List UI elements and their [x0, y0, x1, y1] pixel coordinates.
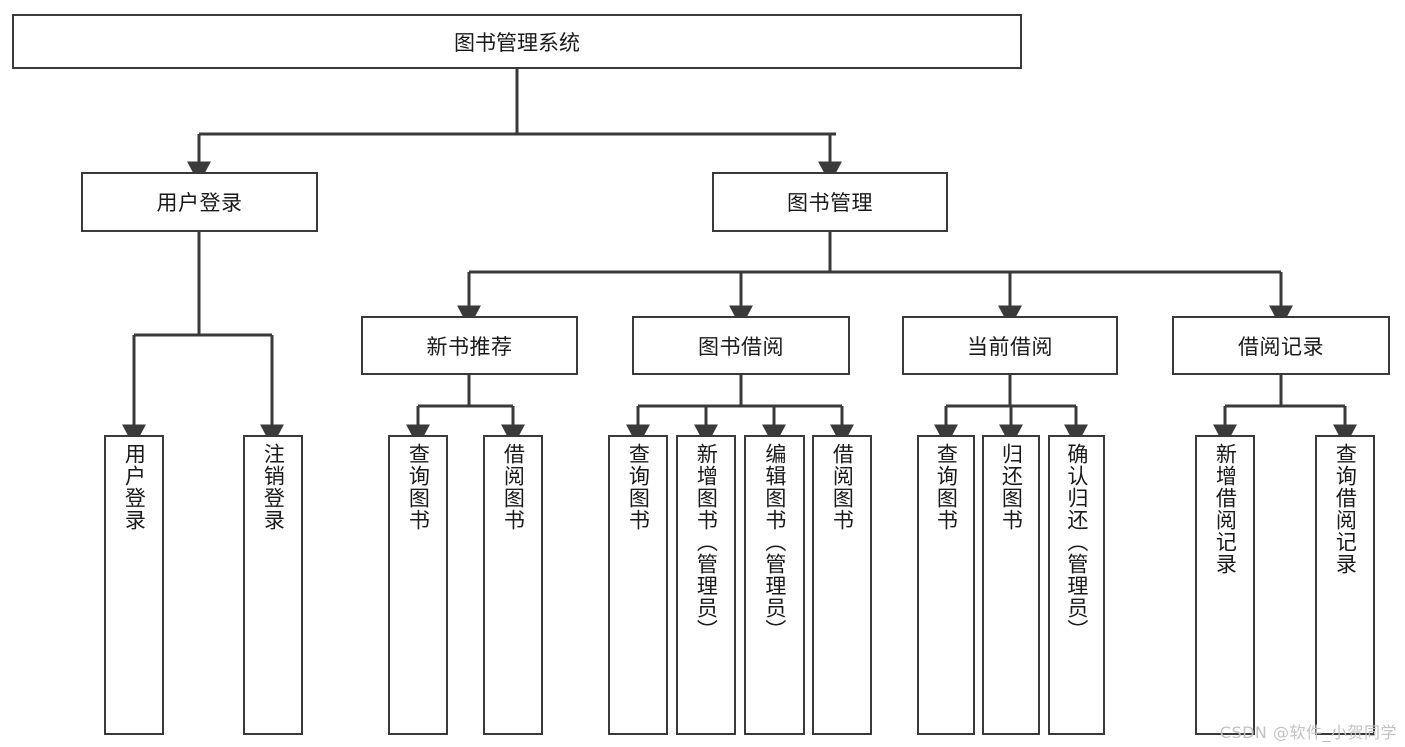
node-leaf-query-book-3[interactable]: 查询图书 — [917, 435, 975, 735]
node-leaf-query-record[interactable]: 查询借阅记录 — [1315, 435, 1375, 735]
node-leaf-user-logout-label: 注销登录 — [261, 443, 286, 531]
node-leaf-return-book[interactable]: 归还图书 — [982, 435, 1040, 735]
node-leaf-edit-book-label: 编辑图书（管理员） — [762, 443, 787, 641]
node-leaf-query-book-1[interactable]: 查询图书 — [388, 435, 448, 735]
node-leaf-query-book-2[interactable]: 查询图书 — [608, 435, 668, 735]
node-current-borrow[interactable]: 当前借阅 — [902, 316, 1118, 375]
node-new-book-recommend[interactable]: 新书推荐 — [361, 316, 578, 375]
node-root-system[interactable]: 图书管理系统 — [12, 14, 1022, 69]
node-leaf-add-book-label: 新增图书（管理员） — [694, 443, 719, 641]
node-book-borrow[interactable]: 图书借阅 — [632, 316, 850, 375]
node-leaf-add-record[interactable]: 新增借阅记录 — [1195, 435, 1255, 735]
node-user-login[interactable]: 用户登录 — [81, 172, 318, 232]
node-leaf-user-login-label: 用户登录 — [122, 443, 147, 531]
node-leaf-query-book-3-label: 查询图书 — [934, 443, 959, 531]
node-leaf-user-logout[interactable]: 注销登录 — [243, 435, 303, 735]
node-leaf-add-record-label: 新增借阅记录 — [1213, 443, 1238, 575]
node-leaf-user-login[interactable]: 用户登录 — [104, 435, 164, 735]
node-book-borrow-label: 图书借阅 — [698, 334, 784, 359]
node-leaf-query-record-label: 查询借阅记录 — [1333, 443, 1358, 575]
node-leaf-borrow-book-1-label: 借阅图书 — [501, 443, 526, 531]
node-leaf-return-book-label: 归还图书 — [999, 443, 1024, 531]
node-borrow-record[interactable]: 借阅记录 — [1172, 316, 1390, 375]
node-borrow-record-label: 借阅记录 — [1238, 334, 1324, 359]
csdn-watermark: CSDN @软件_小贺同学 — [1219, 723, 1397, 742]
node-book-manage[interactable]: 图书管理 — [712, 172, 948, 232]
node-book-manage-label: 图书管理 — [787, 191, 873, 215]
node-leaf-borrow-book-2[interactable]: 借阅图书 — [812, 435, 872, 735]
node-leaf-query-book-1-label: 查询图书 — [406, 443, 431, 531]
node-current-borrow-label: 当前借阅 — [967, 334, 1053, 359]
node-leaf-confirm-return[interactable]: 确认归还（管理员） — [1048, 435, 1105, 735]
node-leaf-confirm-return-label: 确认归还（管理员） — [1064, 443, 1089, 641]
node-new-book-recommend-label: 新书推荐 — [426, 334, 513, 359]
node-user-login-label: 用户登录 — [156, 191, 243, 215]
node-leaf-query-book-2-label: 查询图书 — [626, 443, 651, 531]
node-leaf-borrow-book-1[interactable]: 借阅图书 — [483, 435, 543, 735]
node-root-system-label: 图书管理系统 — [454, 30, 580, 55]
node-leaf-edit-book[interactable]: 编辑图书（管理员） — [744, 435, 805, 735]
node-leaf-borrow-book-2-label: 借阅图书 — [830, 443, 855, 531]
node-leaf-add-book[interactable]: 新增图书（管理员） — [676, 435, 736, 735]
